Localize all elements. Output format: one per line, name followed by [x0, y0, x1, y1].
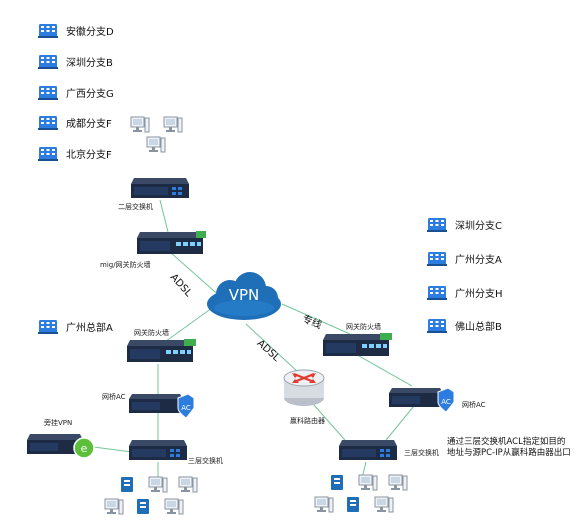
branch-guangzhou-h: 广州分支H: [427, 282, 503, 302]
branch-label: 成都分支F: [66, 118, 112, 130]
pc-icon: [121, 477, 133, 492]
right-ac-device: AC: [389, 387, 455, 413]
link-cloud-to-right-firewall: [281, 303, 351, 335]
building-icon: [427, 252, 447, 266]
branch-chengdu-f: 成都分支F: [38, 112, 112, 132]
hq-guangzhou-a: 广州总部A: [38, 316, 113, 336]
vpn-box-device: e: [27, 434, 95, 459]
device-label: 网桥AC: [462, 401, 486, 409]
pc-icon: [178, 476, 198, 493]
switch-top-device: [131, 178, 189, 198]
device-label: 旁挂VPN: [44, 419, 73, 427]
link-cloud-to-router: [245, 323, 299, 373]
left-firewall-device: [127, 339, 196, 362]
link-mig-to-cloud: [169, 251, 223, 299]
cloud-icon: [207, 272, 281, 320]
branch-beijing-f: 北京分支F: [38, 143, 112, 163]
pc-icon: [148, 476, 168, 493]
building-icon: [427, 218, 447, 232]
pc-icon: [130, 116, 150, 133]
pc-icon: [137, 499, 149, 514]
pc-icon: [146, 136, 166, 153]
branch-foshan-b: 佛山总部B: [427, 315, 502, 335]
building-icon: [38, 147, 58, 161]
left-l3-switch-device: [129, 440, 187, 460]
building-icon: [427, 286, 447, 300]
link-cloud-to-left-firewall: [161, 307, 213, 345]
link-right-firewall-to-ac: [351, 351, 413, 387]
building-icon: [38, 55, 58, 69]
pc-icon: [388, 474, 408, 491]
branch-label: 广州总部A: [66, 322, 113, 334]
building-icon: [38, 320, 58, 334]
ac-shield-icon: AC: [441, 398, 451, 406]
pc-icon: [163, 116, 183, 133]
building-icon: [38, 86, 58, 100]
mig-firewall-device: [137, 231, 206, 254]
vpn-cloud: VPN: [204, 272, 284, 324]
device-label: 网关防火墙: [134, 329, 169, 337]
branch-label: 广州分支A: [455, 254, 502, 266]
branch-shenzhen-c: 深圳分支C: [427, 214, 502, 234]
building-icon: [38, 116, 58, 130]
acl-note: 通过三层交换机ACL指定如目的地址与源PC-IP从赢科路由器出口: [447, 437, 571, 458]
device-label: 网桥AC: [102, 393, 126, 401]
building-icon: [427, 319, 447, 333]
branch-label: 广西分支G: [66, 88, 114, 100]
branch-anhui-d: 安徽分支D: [38, 20, 114, 40]
pc-icon: [164, 498, 184, 515]
pc-icon: [374, 496, 394, 513]
device-label: 二层交换机: [118, 203, 153, 211]
right-l3-switch-device: [339, 440, 397, 460]
pc-icon: [314, 496, 334, 513]
device-label: 三层交换机: [404, 449, 439, 457]
branch-label: 佛山总部B: [455, 321, 502, 333]
building-icon: [38, 24, 58, 38]
device-label: 赢科路由器: [290, 417, 325, 425]
branch-label: 广州分支H: [455, 288, 503, 300]
right-firewall-device: [323, 333, 392, 356]
branch-label: 深圳分支C: [455, 220, 502, 232]
link-switch-top-to-mig: [159, 199, 169, 233]
link-right-ac-to-right-l3: [385, 405, 415, 441]
branch-guangzhou-a: 广州分支A: [427, 248, 502, 268]
branch-label: 安徽分支D: [66, 26, 114, 38]
left-ac-device: AC: [129, 393, 195, 419]
device-label: 网关防火墙: [346, 323, 381, 331]
branch-label: 北京分支F: [66, 149, 112, 161]
ac-shield-icon: AC: [181, 404, 191, 412]
branch-label: 深圳分支B: [66, 57, 113, 69]
pc-icon: [104, 498, 124, 515]
branch-guangxi-g: 广西分支G: [38, 82, 114, 102]
device-label: 三层交换机: [188, 457, 223, 465]
pc-icon: [347, 497, 359, 512]
pc-icon: [358, 474, 378, 491]
ie-browser-icon: e: [81, 442, 88, 455]
device-label: mig/网关防火墙: [100, 261, 151, 269]
vpn-label: VPN: [228, 286, 260, 304]
pc-icon: [331, 475, 343, 490]
branch-shenzhen-b: 深圳分支B: [38, 51, 113, 71]
router-device: [283, 369, 325, 406]
